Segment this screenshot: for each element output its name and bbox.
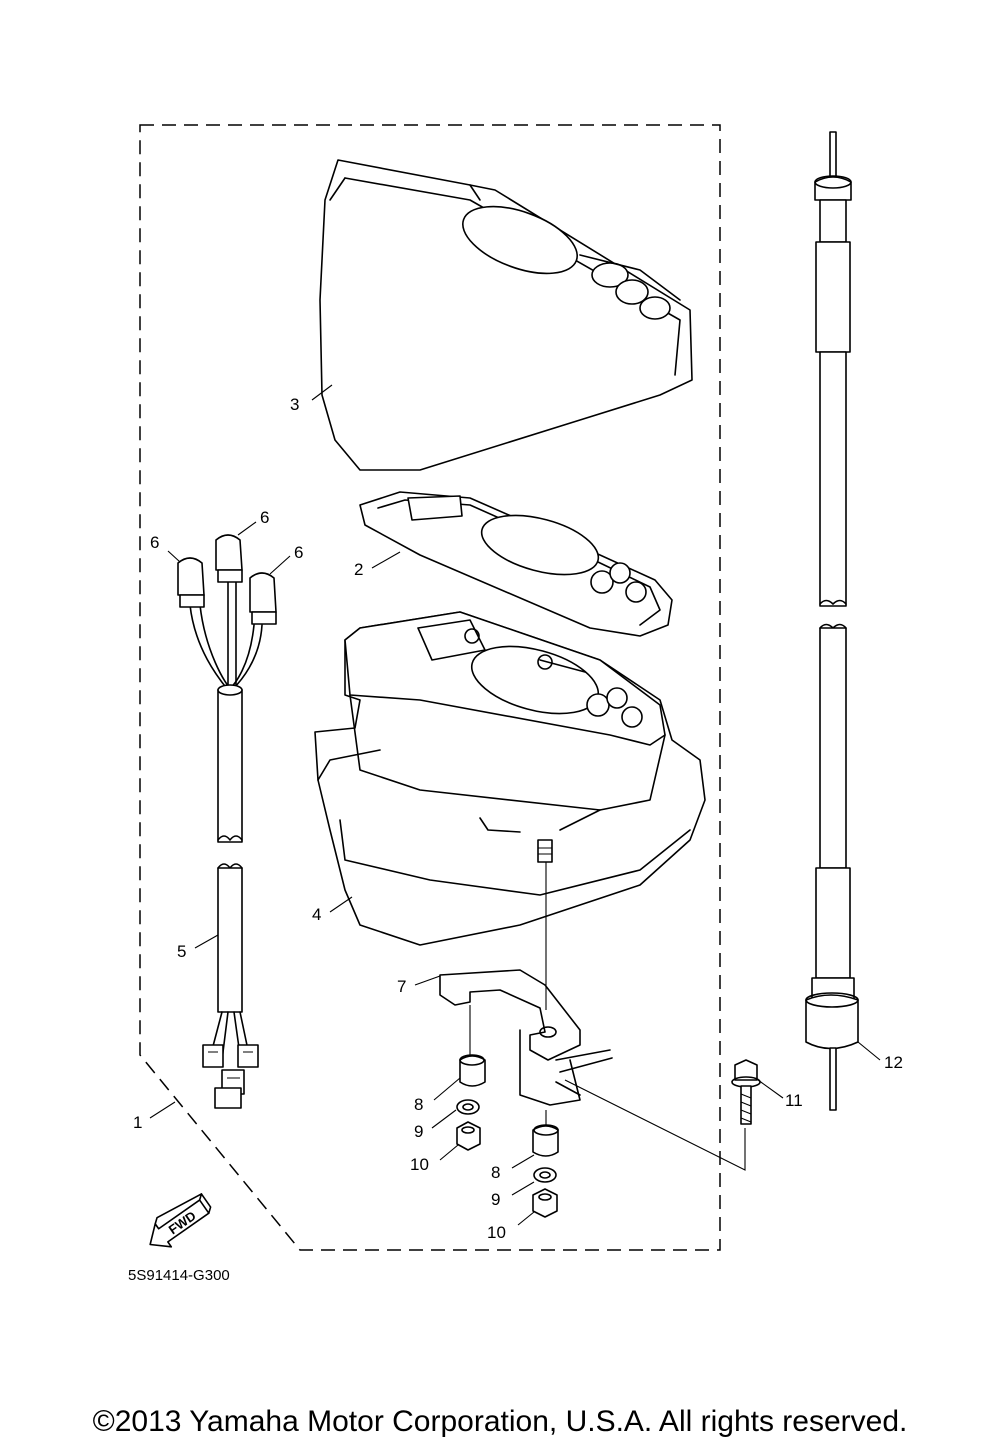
- alignment-lines: [469, 862, 746, 1171]
- copyright-notice: ©2013 Yamaha Motor Corporation, U.S.A. A…: [92, 1405, 908, 1438]
- part-7-bracket: [439, 969, 613, 1106]
- part-11-bolt: [731, 1059, 761, 1125]
- part-4-meter-assembly: [314, 611, 706, 946]
- label-part-3: 3: [290, 395, 299, 414]
- label-part-12: 12: [884, 1053, 903, 1072]
- part-12-meter-cable: [805, 131, 859, 1111]
- label-part-10-a: 10: [410, 1155, 429, 1174]
- part-8-damper-b: [532, 1124, 559, 1157]
- drawing-code: 5S91414-G300: [128, 1267, 230, 1284]
- part-3-meter-cover: [319, 159, 693, 471]
- label-part-2: 2: [354, 560, 363, 579]
- label-part-8-b: 8: [491, 1163, 500, 1182]
- leader-lines: [149, 384, 881, 1226]
- part-2-gasket: [359, 491, 673, 637]
- label-part-6-a: 6: [150, 533, 159, 552]
- label-part-8-a: 8: [414, 1095, 423, 1114]
- label-part-7: 7: [397, 977, 406, 996]
- part-9-washer-b: [533, 1167, 557, 1183]
- label-part-10-b: 10: [487, 1223, 506, 1242]
- part-6-bulb-b: [215, 534, 243, 583]
- label-part-1: 1: [133, 1113, 142, 1132]
- part-10-nut-b: [532, 1188, 558, 1218]
- fwd-arrow-icon: FWD: [149, 1193, 212, 1248]
- label-part-6-b: 6: [260, 508, 269, 527]
- part-6-bulb-a: [177, 557, 205, 608]
- part-8-damper-a: [459, 1054, 486, 1087]
- part-9-washer-a: [456, 1099, 480, 1115]
- label-part-9-b: 9: [491, 1190, 500, 1209]
- assembly-boundary: [139, 124, 721, 1251]
- label-part-5: 5: [177, 942, 186, 961]
- label-part-6-c: 6: [294, 543, 303, 562]
- label-part-4: 4: [312, 905, 321, 924]
- part-6-bulb-c: [249, 572, 277, 625]
- part-5-wire-harness: [189, 579, 263, 1109]
- label-part-11: 11: [785, 1091, 803, 1110]
- label-part-9-a: 9: [414, 1122, 423, 1141]
- part-10-nut-a: [456, 1121, 481, 1151]
